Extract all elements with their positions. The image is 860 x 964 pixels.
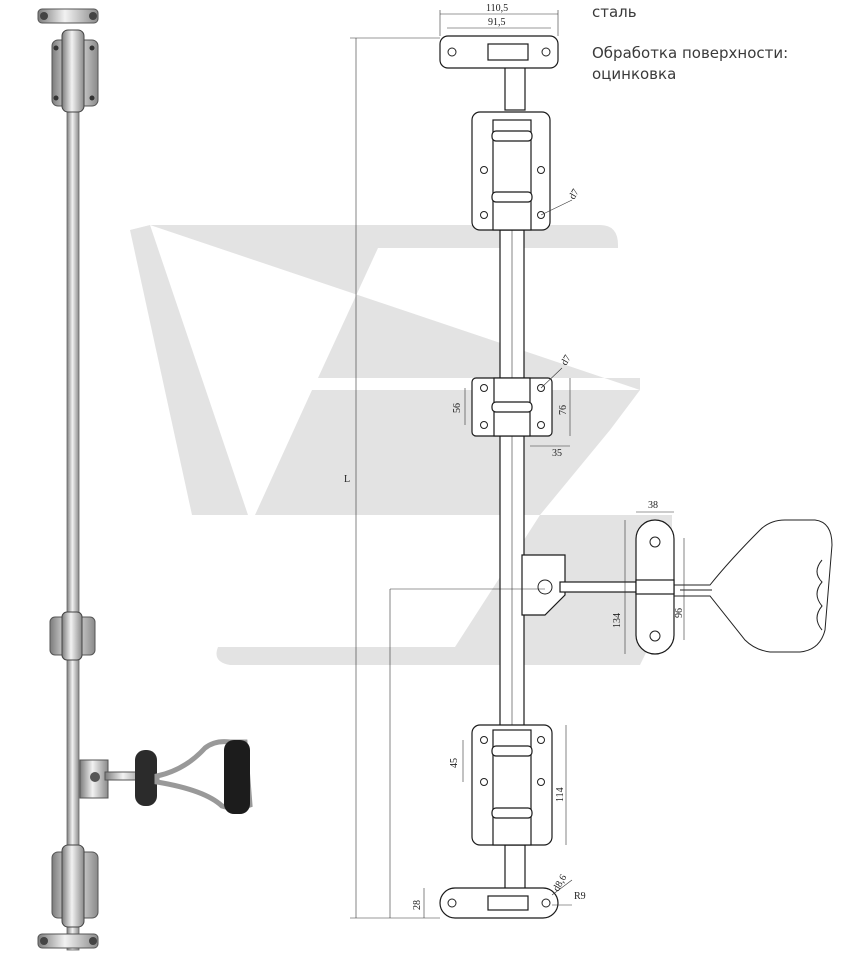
dim-hole-upper: d7 [567,187,582,201]
spec-surface-value: оцинковка [592,65,677,83]
spec-material: сталь [592,3,637,21]
render-handle [79,739,253,814]
dim-bottom-cam-h: 28 [412,900,423,910]
dim-hole-middle: d7 [559,353,574,367]
dim-guide-h-outer: 76 [558,405,569,415]
spec-surface-title: Обработка поверхности: [592,44,789,62]
render-top-latch [37,8,99,113]
product-render [37,8,253,951]
bottom-cam: 28 d8,6 R9 [412,873,586,919]
technical-view: L 110,5 91,5 d7 [344,3,833,919]
dim-guide-h-inner: 56 [452,403,463,413]
lower-bracket: 45 114 [449,724,567,846]
dim-handle-plate-h-outer: 134 [612,613,623,628]
render-middle-guide [49,611,96,661]
dim-bottom-cam-hole: d8,6 [551,873,569,894]
dim-guide-offset: 35 [552,448,562,459]
dim-bottom-cam-radius: R9 [574,891,586,902]
render-bottom-latch [37,844,99,949]
dim-handle-plate-h-inner: 96 [674,608,685,618]
dim-top-width-outer: 110,5 [486,3,508,14]
top-cam-plate: 110,5 91,5 [439,3,559,69]
middle-guide: 56 76 35 d7 [452,353,574,459]
dim-top-width-inner: 91,5 [488,17,506,28]
dim-lower-hole-pitch: 45 [449,758,460,768]
handle-assembly: 38 134 96 [389,500,833,918]
dim-lower-bracket-h: 114 [555,787,566,802]
upper-bracket: d7 [471,111,582,231]
dim-handle-plate-w: 38 [648,500,658,511]
dim-length: L [344,474,350,485]
watermark-logo [130,225,672,665]
